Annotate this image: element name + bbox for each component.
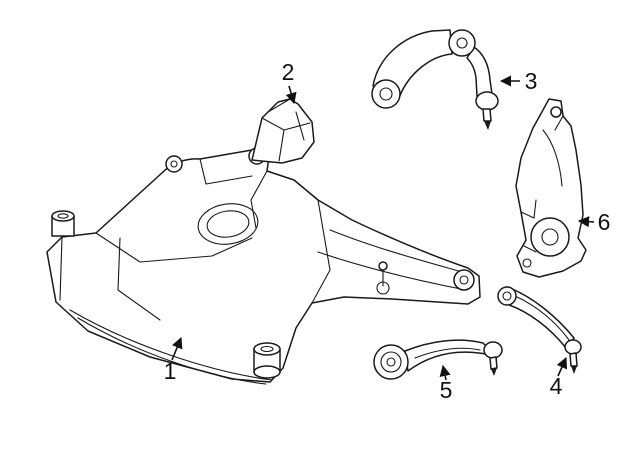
upper-arm-top-bushing: [448, 29, 476, 57]
subframe-pocket-line: [117, 237, 161, 321]
knuckle-top-hole: [550, 106, 562, 118]
part-rear-lower-control-arm: [497, 286, 582, 374]
callout-1: 1: [164, 336, 183, 384]
heat-shield-crease-line-2: [278, 129, 285, 162]
callout-1-label: 1: [164, 358, 177, 384]
heat-shield-fold-line-2: [295, 111, 305, 141]
subframe-right-arm-line-2: [317, 251, 467, 291]
knuckle-contour-line-4: [520, 199, 537, 219]
knuckle-lower-hole: [522, 258, 532, 268]
subframe-right-bushing: [453, 269, 475, 291]
upper-arm-band-right: [466, 46, 493, 97]
callout-4-arrow: [556, 356, 568, 377]
callout-6-label: 6: [598, 209, 611, 235]
callout-3: 3: [499, 68, 538, 94]
subframe-web-line: [311, 199, 331, 304]
callout-5-arrow: [439, 364, 451, 381]
subframe-left-edge-line: [59, 236, 63, 301]
callout-5: 5: [439, 364, 453, 403]
rear-lower-arm-ridge: [514, 295, 570, 341]
callout-2-arrow: [285, 85, 297, 105]
front-lower-arm-bushing: [373, 344, 409, 380]
rear-lower-arm-ball-joint: [564, 339, 582, 374]
upper-arm-ball-joint: [475, 91, 499, 130]
front-lower-arm-ridge: [414, 347, 481, 359]
subframe-left-mount-bushing: [51, 210, 75, 237]
subframe-stud-bolt: [376, 261, 390, 295]
front-lower-arm-body: [404, 339, 489, 372]
subframe-center-line: [250, 170, 268, 229]
callout-2-label: 2: [282, 59, 295, 85]
callout-2: 2: [282, 59, 297, 105]
part-front-lower-control-arm: [373, 339, 503, 380]
part-upper-control-arm: [371, 29, 499, 130]
subframe-oval-opening: [197, 203, 259, 245]
knuckle-contour-line: [542, 129, 563, 187]
callout-3-label: 3: [525, 68, 538, 94]
upper-arm-left-bushing: [371, 79, 401, 109]
callout-6: 6: [577, 209, 611, 235]
knuckle-contour-line-3: [523, 245, 537, 253]
subframe-brace-line: [95, 232, 253, 263]
subframe-right-arm-line: [329, 229, 463, 273]
callout-6-arrow: [577, 216, 595, 228]
subframe-bottom-rail-line: [69, 309, 273, 381]
part-heat-shield-bracket: [251, 98, 315, 164]
heat-shield-outline: [251, 98, 315, 164]
front-lower-arm-ball-joint: [483, 341, 503, 376]
rear-lower-arm-bushing: [497, 286, 517, 306]
subframe-top-mount-left: [165, 155, 183, 173]
knuckle-hub-bore: [530, 217, 570, 257]
subframe-bottom-bushing: [253, 342, 281, 379]
part-steering-knuckle: [515, 98, 587, 278]
part-front-subframe-crossmember: [46, 147, 481, 385]
callout-4-label: 4: [550, 373, 563, 399]
callout-1-arrow: [171, 336, 183, 361]
subframe-top-plate-line: [199, 158, 253, 185]
knuckle-contour-line-2: [554, 115, 564, 131]
subframe-bottom-rail-line-2: [77, 317, 267, 385]
callout-4: 4: [550, 356, 568, 399]
callout-5-label: 5: [440, 377, 453, 403]
subframe-oval-opening-inner: [206, 210, 250, 238]
